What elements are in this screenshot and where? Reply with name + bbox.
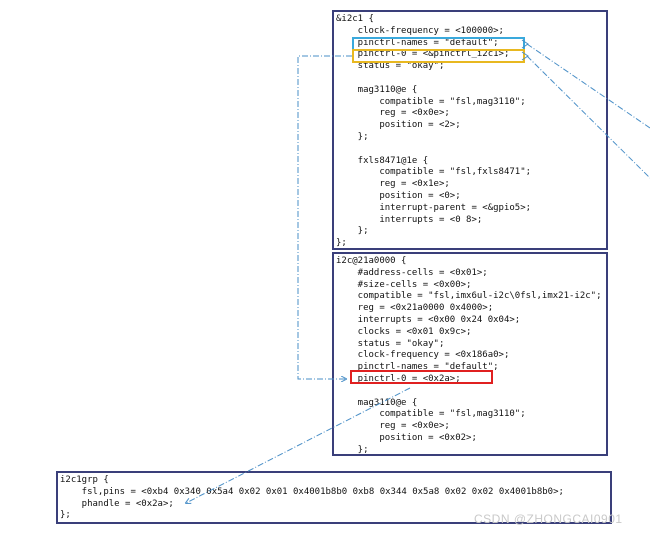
code-line: clock-frequency = <100000>; xyxy=(336,25,504,36)
code-line: pinctrl-names = "default"; xyxy=(336,37,499,48)
code-line: position = <0>; xyxy=(336,190,461,201)
code-line: clocks = <0x01 0x9c>; xyxy=(336,326,472,337)
code-line: clock-frequency = <0x186a0>; xyxy=(336,350,510,361)
code-line: compatible = "fsl,imx6ul-i2c\0fsl,imx21-… xyxy=(336,291,602,302)
code-line: interrupts = <0x00 0x24 0x04>; xyxy=(336,314,521,325)
pinctrl-link-line xyxy=(297,55,352,379)
code-line: }; xyxy=(336,444,369,455)
i2c1grp-code: i2c1grp { fsl,pins = <0xb4 0x340 0x5a4 0… xyxy=(60,475,564,522)
code-line: pinctrl-names = "default"; xyxy=(336,362,499,373)
code-line: }; xyxy=(336,131,369,142)
phandle-link-line xyxy=(186,387,411,503)
i2c1-panel xyxy=(332,10,608,250)
code-line: compatible = "fsl,mag3110"; xyxy=(336,96,526,107)
code-line: pinctrl-0 = <0x2a>; xyxy=(336,373,461,384)
code-line: i2c1grp { xyxy=(60,475,109,485)
code-line: pinctrl-0 = <&pinctrl_i2c1>; xyxy=(336,49,510,60)
offpage-line-upper xyxy=(526,43,650,129)
code-line: fxls8471@1e { xyxy=(336,155,429,166)
code-line: status = "okay"; xyxy=(336,61,445,72)
pinctrl-0-highlight xyxy=(352,49,525,63)
code-line: reg = <0x1e>; xyxy=(336,179,450,190)
i2c-node-code: i2c@21a0000 { #address-cells = <0x01>; #… xyxy=(336,256,602,457)
code-line: i2c@21a0000 { xyxy=(336,256,407,266)
code-line: }; xyxy=(336,238,347,249)
code-line: interrupts = <0 8>; xyxy=(336,214,483,225)
code-line: #address-cells = <0x01>; xyxy=(336,267,488,278)
code-line: }; xyxy=(60,510,71,521)
code-line: reg = <0x0e>; xyxy=(336,421,450,432)
code-line: phandle = <0x2a>; xyxy=(60,498,174,509)
code-line: position = <2>; xyxy=(336,120,461,131)
offpage-line-lower xyxy=(526,55,650,179)
code-line: #size-cells = <0x00>; xyxy=(336,279,472,290)
i2c1-code: &i2c1 { clock-frequency = <100000>; pinc… xyxy=(336,14,531,250)
code-line: reg = <0x0e>; xyxy=(336,108,450,119)
code-line: mag3110@e { xyxy=(336,397,418,408)
i2c-node-panel xyxy=(332,252,608,456)
code-line: interrupt-parent = <&gpio5>; xyxy=(336,202,532,213)
code-line: fsl,pins = <0xb4 0x340 0x5a4 0x02 0x01 0… xyxy=(60,486,564,497)
code-line: reg = <0x21a0000 0x4000>; xyxy=(336,303,494,314)
pinctrl-0-phandle-highlight xyxy=(350,370,493,384)
code-line: position = <0x02>; xyxy=(336,432,477,443)
watermark-text: CSDN @ZHONGCAI0901 xyxy=(474,512,623,526)
code-line: }; xyxy=(336,226,369,237)
code-line: mag3110@e { xyxy=(336,84,418,95)
code-line: status = "okay"; xyxy=(336,338,445,349)
code-line: &i2c1 { xyxy=(336,14,374,24)
code-line: compatible = "fsl,fxls8471"; xyxy=(336,167,532,178)
i2c1grp-panel xyxy=(56,471,612,524)
code-line: compatible = "fsl,mag3110"; xyxy=(336,409,526,420)
